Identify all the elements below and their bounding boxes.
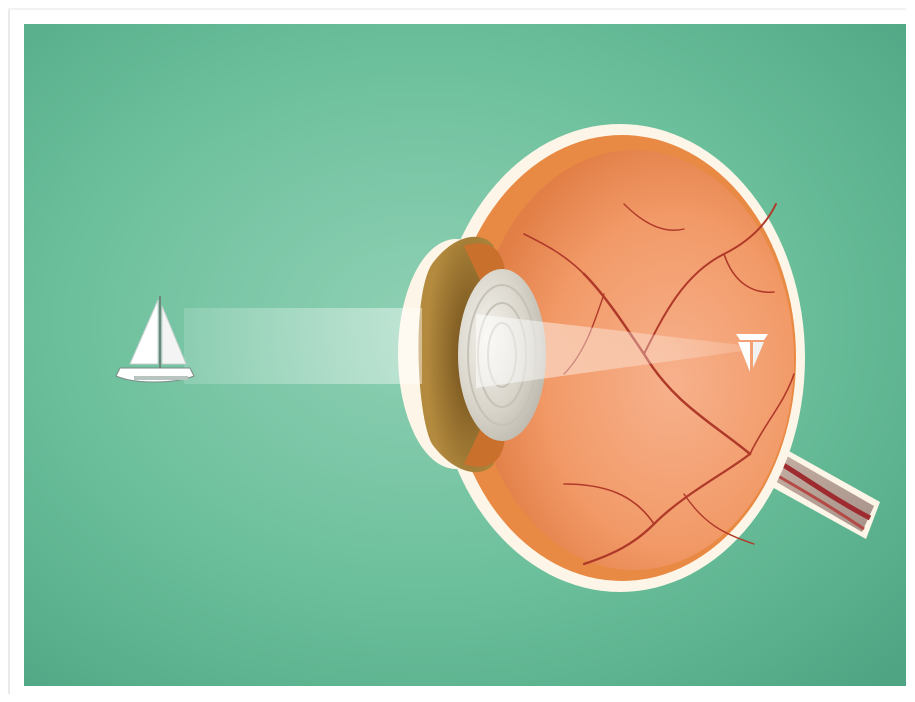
incoming-light-beam	[184, 308, 422, 384]
frame-border-top	[8, 8, 906, 10]
frame-border-left	[8, 8, 10, 694]
eye-diagram	[24, 24, 906, 686]
